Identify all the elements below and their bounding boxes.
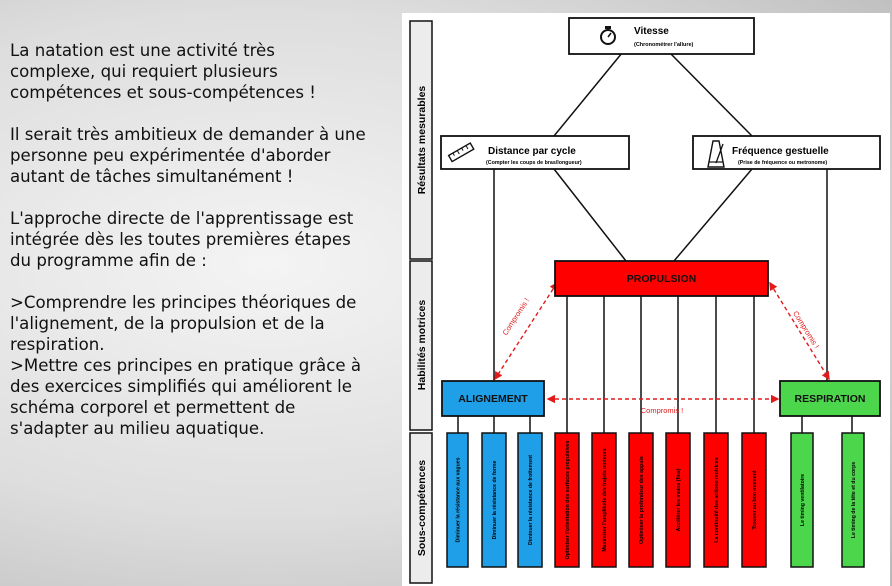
svg-text:Le timing de la tête et du cor: Le timing de la tête et du corps [851, 462, 857, 538]
frequency-title: Fréquence gestuelle [732, 146, 829, 157]
compromise-label-bottom: Compromis ! [641, 406, 684, 415]
distance-subtitle: (Compter les coups de bras/longueur) [486, 160, 582, 166]
subskill-breathing-2: Le timing de la tête et du corps [841, 432, 865, 568]
row-label-skills: Habilités motrices [409, 260, 433, 431]
frequency-box: Fréquence gestuelle (Prise de fréquence … [692, 135, 881, 170]
subskill-alignment-2: Diminuer la résistance de forme [481, 432, 507, 568]
svg-text:Optimiser la profondeur des ap: Optimiser la profondeur des appuis [639, 456, 645, 544]
svg-text:Optimiser l'orientation des su: Optimiser l'orientation des surfaces pro… [565, 440, 571, 559]
subskill-propulsion-2: Maximiser l'amplitude des trajets moteur… [591, 432, 617, 568]
compromise-label-right: Compromis ! [791, 309, 821, 350]
speed-title: Vitesse [634, 26, 669, 37]
intro-text: La natation est une activité très comple… [10, 40, 400, 460]
propulsion-box: PROPULSION [554, 260, 769, 297]
svg-text:RESPIRATION: RESPIRATION [795, 393, 866, 405]
ruler-icon [447, 142, 475, 163]
subskill-propulsion-5: La continuité des actions motrices [703, 432, 729, 568]
subskill-breathing-1: Le timing ventilatoire [790, 432, 814, 568]
alignment-box: ALIGNEMENT [441, 380, 545, 417]
svg-text:Maximiser l'amplitude des traj: Maximiser l'amplitude des trajets moteur… [602, 448, 608, 551]
intro-paragraph-1: La natation est une activité très comple… [10, 41, 316, 102]
svg-text:Diminuer la résistance de frot: Diminuer la résistance de frottement [528, 455, 534, 545]
subskill-propulsion-4: Accélérer les mains (fins) [665, 432, 691, 568]
metronome-icon [707, 140, 725, 168]
frequency-subtitle: (Prise de fréquence ou metronome) [738, 160, 827, 166]
breathing-box: RESPIRATION [779, 380, 881, 417]
speed-box: Vitesse (Chronométrer l'allure) [568, 17, 755, 55]
skills-diagram: Résultats mesurables Habilités motrices … [402, 13, 890, 586]
row-label-results: Résultats mesurables [409, 20, 433, 260]
svg-text:La continuité des actions motr: La continuité des actions motrices [714, 457, 720, 542]
subskill-alignment-3: Diminuer la résistance de frottement [517, 432, 543, 568]
subskill-alignment-1: Diminuer la résistance aux vagues [446, 432, 469, 568]
row-label-subskills: Sous-compétences [409, 432, 433, 584]
svg-text:Diminuer la résistance aux vag: Diminuer la résistance aux vagues [456, 457, 462, 542]
svg-text:Le timing ventilatoire: Le timing ventilatoire [800, 474, 806, 526]
svg-text:Trouver au bon moment: Trouver au bon moment [752, 470, 758, 529]
svg-text:Habilités motrices: Habilités motrices [416, 300, 428, 391]
intro-paragraph-2: Il serait très ambitieux de demander à u… [10, 125, 366, 186]
distance-title: Distance par cycle [488, 146, 576, 157]
connector-lines [457, 52, 853, 433]
svg-text:Résultats mesurables: Résultats mesurables [416, 86, 428, 195]
intro-paragraph-5: >Mettre ces principes en pratique grâce … [10, 356, 361, 438]
compromise-arrows: Compromis ! Compromis ! Compromis ! [494, 281, 830, 415]
subskill-propulsion-3: Optimiser la profondeur des appuis [628, 432, 654, 568]
intro-paragraph-4: >Comprendre les principes théoriques de … [10, 293, 357, 354]
intro-paragraph-3: L'approche directe de l'apprentissage es… [10, 209, 354, 270]
speed-subtitle: (Chronométrer l'allure) [634, 42, 694, 48]
svg-text:PROPULSION: PROPULSION [627, 273, 696, 285]
distance-box: Distance par cycle (Compter les coups de… [440, 135, 630, 170]
svg-text:Accélérer les mains (fins): Accélérer les mains (fins) [676, 468, 682, 531]
subskill-propulsion-6: Trouver au bon moment [741, 432, 767, 568]
subskill-propulsion-1: Optimiser l'orientation des surfaces pro… [554, 432, 580, 568]
svg-text:Diminuer la résistance de form: Diminuer la résistance de forme [492, 461, 498, 540]
svg-text:Sous-compétences: Sous-compétences [416, 460, 428, 556]
svg-text:ALIGNEMENT: ALIGNEMENT [458, 393, 528, 405]
stopwatch-icon [600, 26, 616, 45]
